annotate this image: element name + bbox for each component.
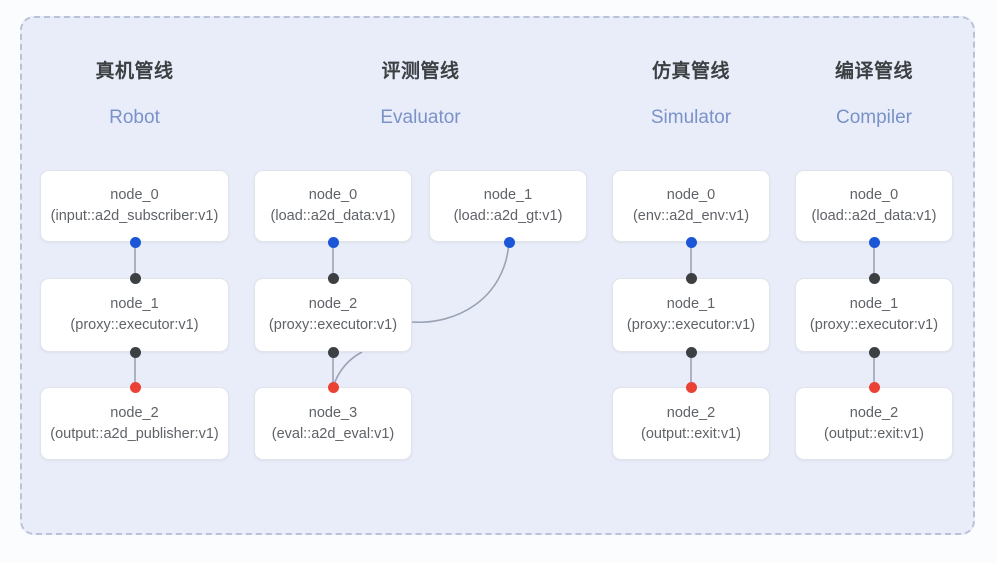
port-output-comp-node-0[interactable] [868,236,880,248]
port-input-comp-node-2[interactable] [868,381,880,393]
port-input-sim-node-2[interactable] [685,381,697,393]
port-output-robot-node-0[interactable] [129,236,141,248]
port-output-eval-node-2[interactable] [327,346,339,358]
column-title-cn-simulator: 仿真管线 [651,61,730,82]
node-spec: (proxy::executor:v1) [809,317,939,333]
node-spec: (load::a2d_data:v1) [811,208,937,224]
column-header-robot: 真机管线 Robot [40,60,229,130]
node-name: node_0 [849,187,899,203]
column-title-cn-compiler: 编译管线 [834,61,913,82]
node-spec: (load::a2d_data:v1) [270,208,396,224]
column-title-en-simulator: Simulator [650,107,732,128]
port-input-robot-node-1[interactable] [129,272,141,284]
node-robot-node-2[interactable]: node_2 (output::a2d_publisher:v1) [40,387,229,460]
node-spec: (proxy::executor:v1) [268,317,398,333]
node-spec: (output::exit:v1) [824,425,924,442]
port-input-robot-node-2[interactable] [129,381,141,393]
port-input-eval-node-2[interactable] [327,272,339,284]
column-header-evaluator: 评测管线 Evaluator [254,60,587,130]
node-spec: (output::exit:v1) [641,425,741,442]
port-output-eval-node-0[interactable] [327,236,339,248]
node-name: node_2 [666,404,716,421]
node-spec: (proxy::executor:v1) [70,317,199,333]
node-spec: (input::a2d_subscriber:v1) [50,208,219,224]
column-title-cn-evaluator: 评测管线 [381,61,460,82]
node-name: node_0 [308,187,358,203]
node-comp-node-1[interactable]: node_1 (proxy::executor:v1) [795,278,953,352]
node-eval-node-1[interactable]: node_1 (load::a2d_gt:v1) [429,170,587,242]
node-robot-node-0[interactable]: node_0 (input::a2d_subscriber:v1) [40,170,229,242]
node-spec: (env::a2d_env:v1) [632,208,750,224]
node-name: node_1 [110,296,159,312]
node-spec: (eval::a2d_eval:v1) [271,425,395,442]
node-spec: (load::a2d_gt:v1) [453,208,563,224]
node-eval-node-0[interactable]: node_0 (load::a2d_data:v1) [254,170,412,242]
node-comp-node-2[interactable]: node_2 (output::exit:v1) [795,387,953,460]
node-eval-node-3[interactable]: node_3 (eval::a2d_eval:v1) [254,387,412,460]
port-output-comp-node-1[interactable] [868,346,880,358]
port-output-eval-node-1[interactable] [503,236,515,248]
node-name: node_1 [483,187,533,203]
node-name: node_0 [666,187,716,203]
column-header-simulator: 仿真管线 Simulator [612,60,770,130]
port-output-sim-node-1[interactable] [685,346,697,358]
port-input-sim-node-1[interactable] [685,272,697,284]
node-robot-node-1[interactable]: node_1 (proxy::executor:v1) [40,278,229,352]
node-name: node_1 [849,296,899,312]
node-sim-node-2[interactable]: node_2 (output::exit:v1) [612,387,770,460]
node-name: node_2 [308,296,358,312]
node-name: node_1 [666,296,716,312]
port-input-comp-node-1[interactable] [868,272,880,284]
node-sim-node-1[interactable]: node_1 (proxy::executor:v1) [612,278,770,352]
port-input-eval-node-3[interactable] [327,381,339,393]
node-eval-node-2[interactable]: node_2 (proxy::executor:v1) [254,278,412,352]
node-name: node_3 [308,404,358,421]
column-title-en-compiler: Compiler [835,107,913,128]
node-spec: (output::a2d_publisher:v1) [50,425,219,442]
column-header-compiler: 编译管线 Compiler [795,60,953,130]
port-output-sim-node-0[interactable] [685,236,697,248]
node-name: node_0 [110,187,159,203]
node-name: node_2 [110,404,159,421]
node-spec: (proxy::executor:v1) [626,317,756,333]
column-title-cn-robot: 真机管线 [95,61,174,82]
port-output-robot-node-1[interactable] [129,346,141,358]
node-sim-node-0[interactable]: node_0 (env::a2d_env:v1) [612,170,770,242]
node-comp-node-0[interactable]: node_0 (load::a2d_data:v1) [795,170,953,242]
column-title-en-evaluator: Evaluator [380,107,461,128]
node-name: node_2 [849,404,899,421]
column-title-en-robot: Robot [109,107,160,128]
